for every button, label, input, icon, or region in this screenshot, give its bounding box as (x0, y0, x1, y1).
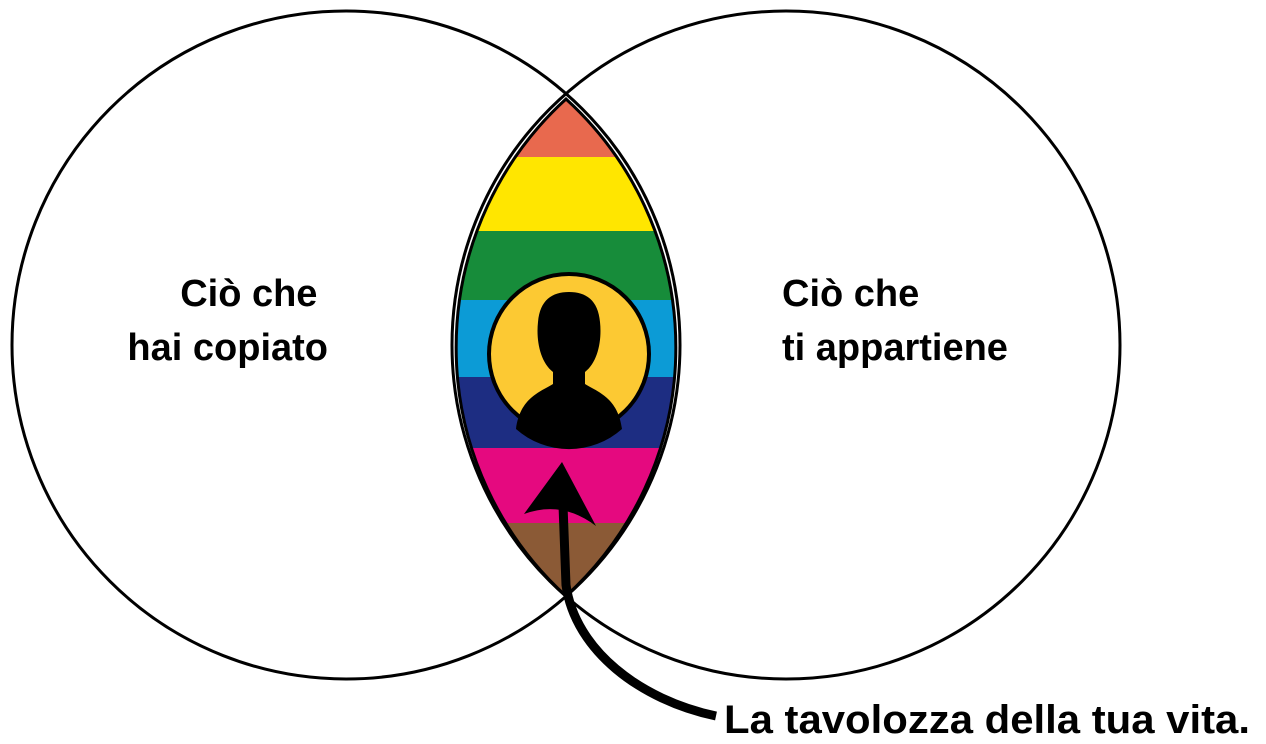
left-set-label-line2: hai copiato (127, 327, 328, 369)
callout-arrow (524, 462, 717, 721)
right-set-label-line2: ti appartiene (782, 327, 1008, 369)
avatar (487, 272, 651, 450)
person-silhouette-icon (516, 292, 622, 450)
arrowhead-icon (524, 462, 596, 526)
right-set-circle (450, 9, 1122, 681)
right-set-label-line1: Ciò che (782, 273, 919, 315)
left-set-label-line1: Ciò che (180, 273, 317, 315)
callout-text: La tavolozza della tua vita. (724, 698, 1250, 742)
left-set-label: Ciò che hai copiato (127, 273, 328, 369)
right-set-label: Ciò che ti appartiene (782, 273, 1008, 369)
